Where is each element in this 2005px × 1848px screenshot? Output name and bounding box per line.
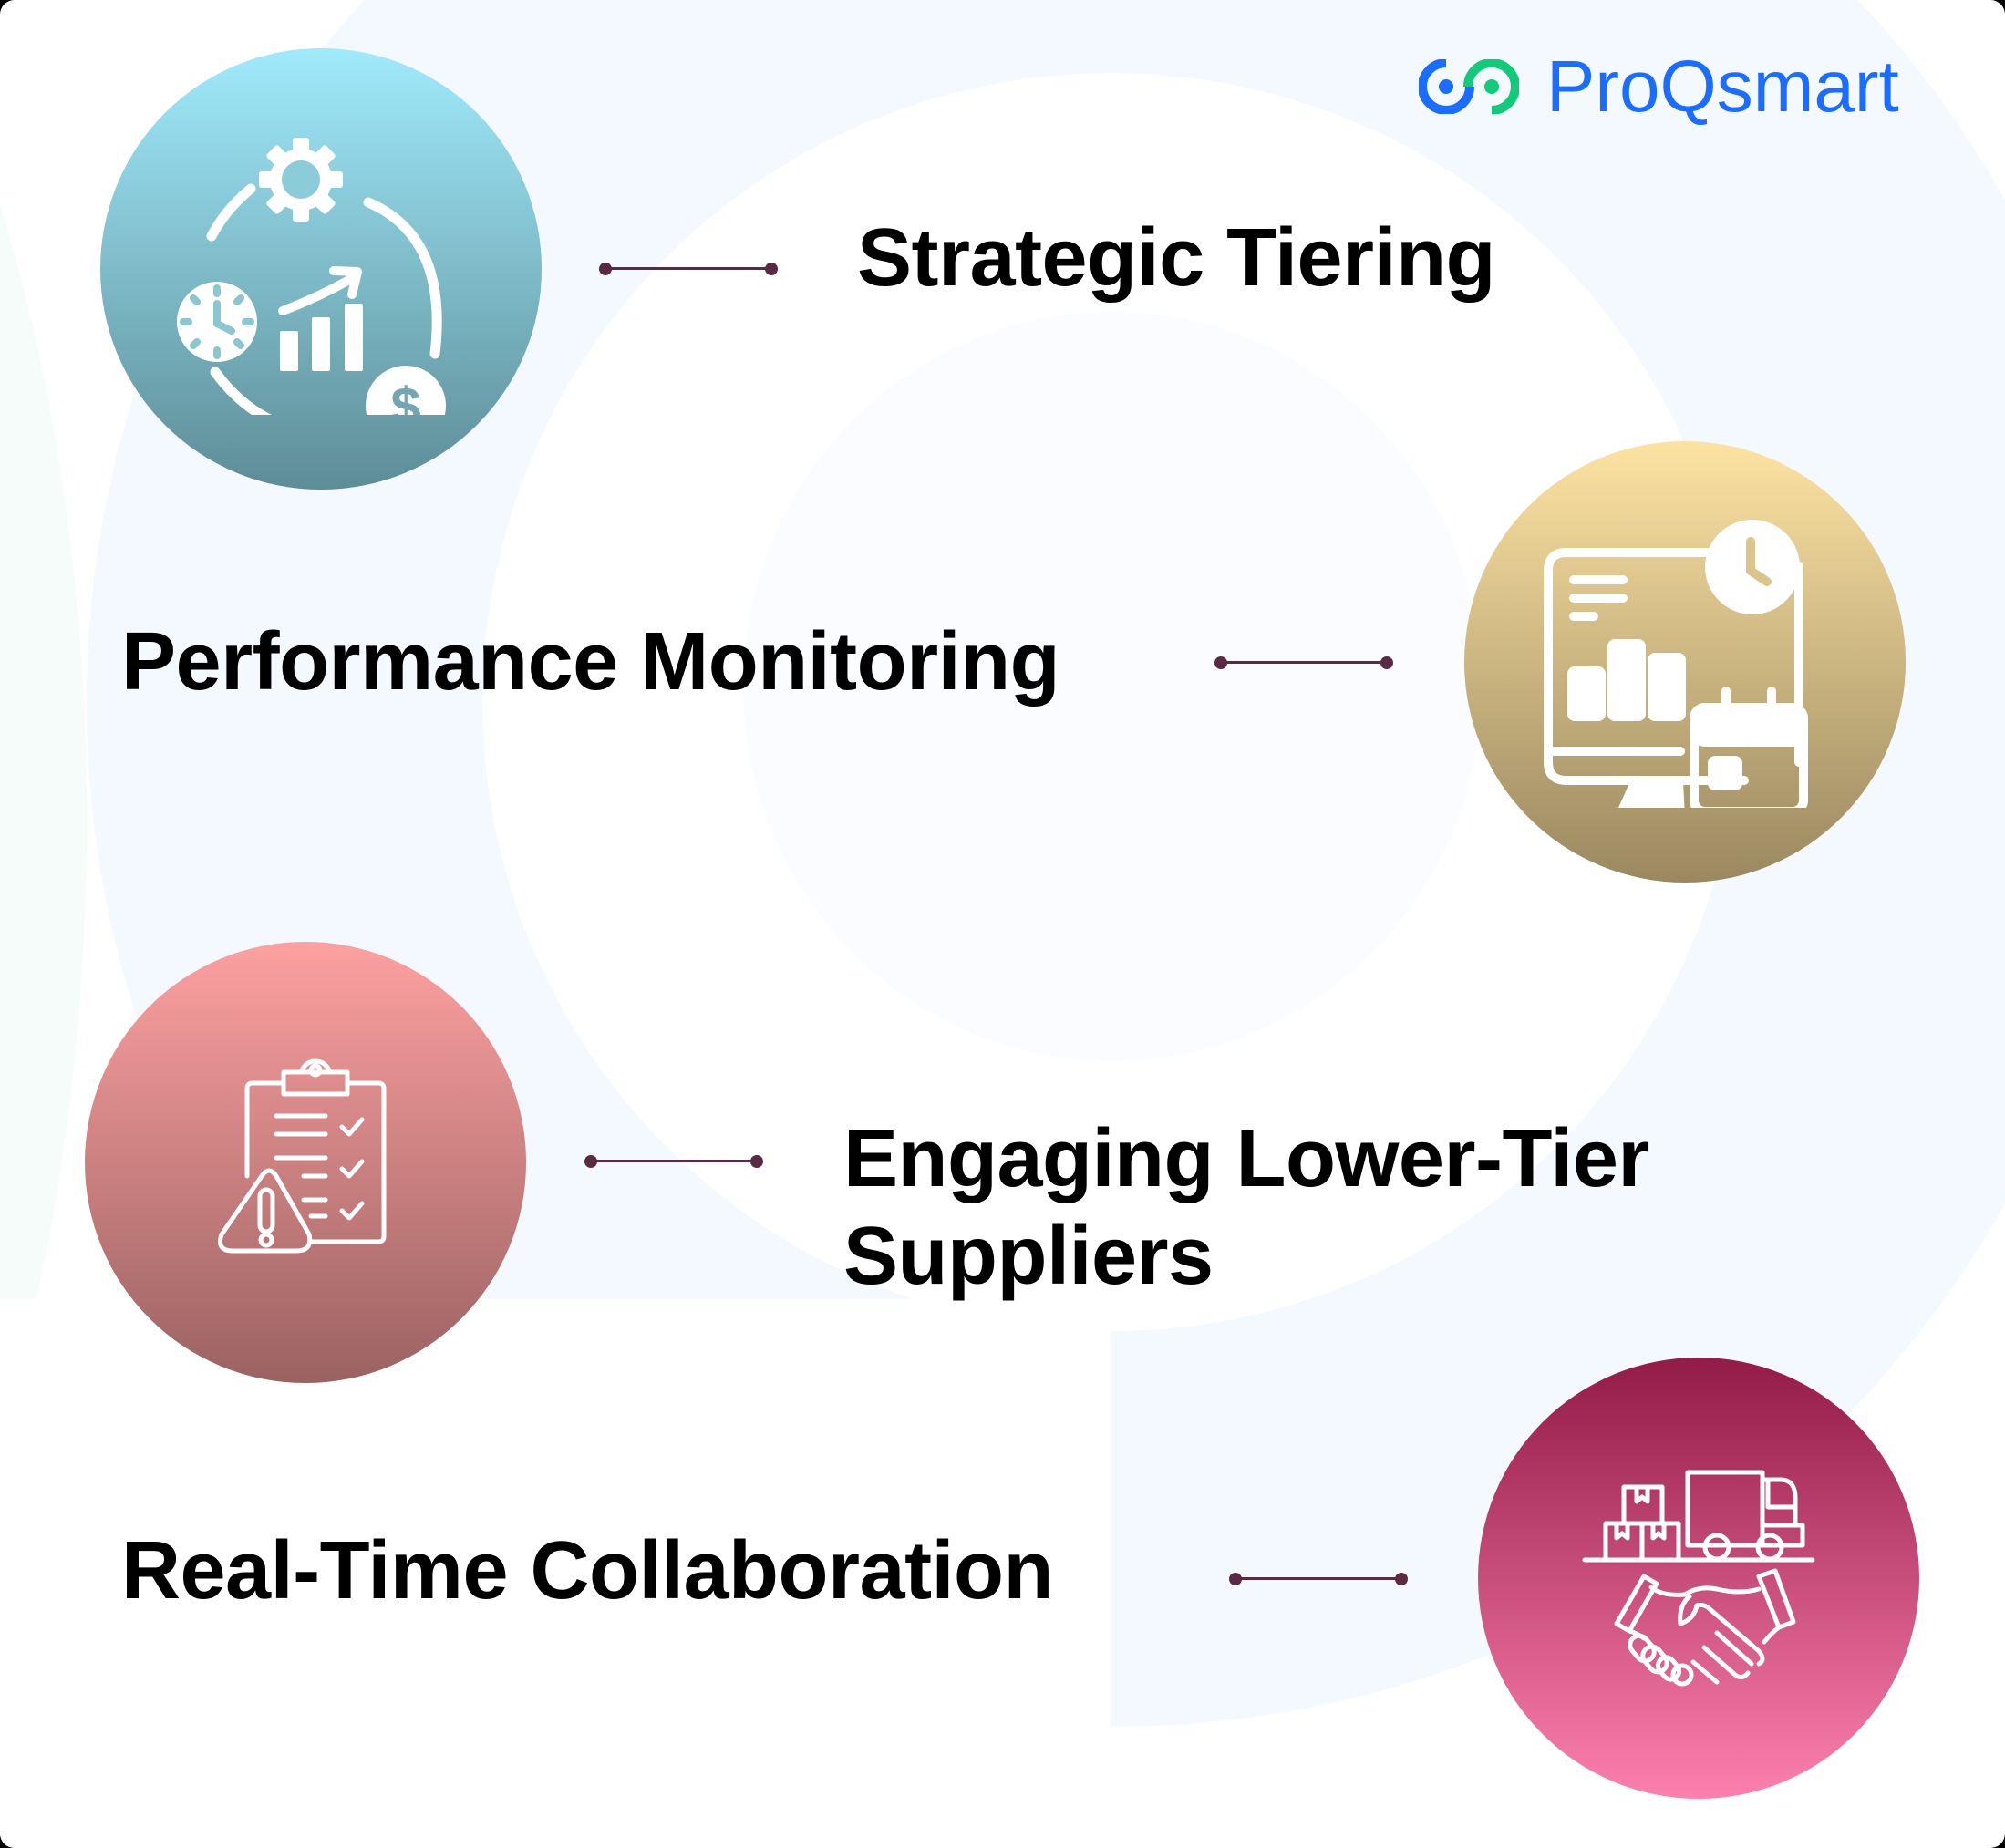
brand-logo: ProQsmart (1419, 46, 1899, 127)
connector-dot (1395, 1573, 1408, 1585)
collaboration-circle (1478, 1358, 1919, 1799)
brand-name: ProQsmart (1546, 46, 1899, 127)
lower-tier-circle (85, 942, 526, 1383)
connector-dot (584, 1155, 597, 1168)
performance-circle (1464, 441, 1906, 883)
connector-line (1220, 661, 1388, 664)
svg-text:$: $ (390, 377, 420, 415)
connector-dot (1380, 656, 1393, 669)
connector-line (1235, 1577, 1402, 1580)
connector-dot (1229, 1573, 1242, 1585)
connector-dot (765, 263, 778, 275)
item-label-strategic-tiering: Strategic Tiering (857, 212, 1496, 304)
connector-dot (599, 263, 612, 275)
connector-line (590, 1160, 758, 1162)
logistics-handshake-icon (1582, 1470, 1815, 1687)
strategy-circle: $ (100, 48, 542, 490)
item-label-performance-monitoring: Performance Monitoring (121, 616, 1060, 707)
label-line-1: Engaging Lower-Tier (843, 1113, 1649, 1204)
clipboard-warning-icon (218, 1058, 387, 1254)
connector-1 (599, 263, 778, 275)
connector-2 (1214, 656, 1393, 669)
bg-cutout (0, 1299, 1111, 1848)
connector-dot (750, 1155, 763, 1168)
label-line-2: Suppliers (843, 1211, 1214, 1302)
strategy-cycle-icon: $ (177, 138, 446, 415)
bg-inner-disk (743, 312, 1482, 1061)
connector-4 (1229, 1573, 1408, 1585)
connector-line (605, 267, 772, 270)
item-label-real-time-collaboration: Real-Time Collaboration (121, 1525, 1054, 1616)
linked-rings-icon (1419, 59, 1519, 114)
connector-dot (1214, 656, 1227, 669)
item-label-engaging-lower-tier: Engaging Lower-Tier Suppliers (843, 1110, 1649, 1306)
monitor-dashboard-icon (1544, 520, 1808, 808)
connector-3 (584, 1155, 763, 1168)
